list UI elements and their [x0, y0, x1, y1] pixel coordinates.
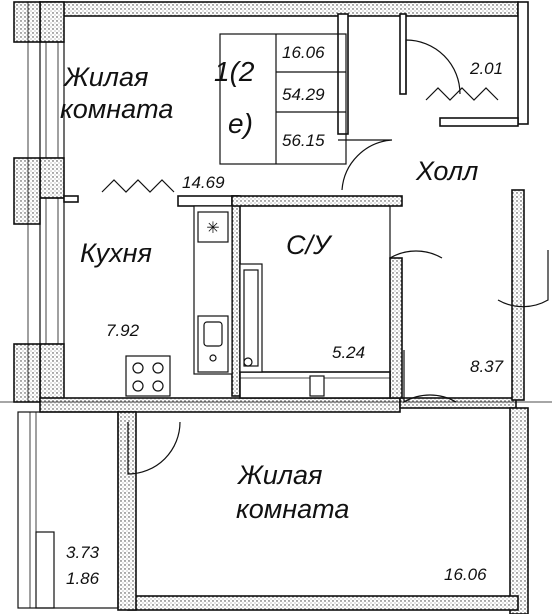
door-balcony: [127, 421, 181, 475]
facade-strip-3: [13, 343, 41, 403]
wall-left-pier: [39, 157, 65, 199]
wall-top-right: [517, 1, 529, 125]
room-name-hall: Холл: [416, 156, 479, 186]
room-name-kitchen: Кухня: [80, 238, 152, 268]
wall-middle-right: [399, 397, 517, 409]
area-living-top: 14.69: [182, 173, 225, 192]
area-living-bottom: 16.06: [444, 565, 487, 584]
wall-left-lower: [39, 343, 65, 403]
wall-right-hall: [511, 189, 525, 401]
radiator-living-top: [101, 179, 175, 193]
area-storage: 2.01: [470, 59, 504, 78]
wall-kitchen-top-2: [177, 195, 239, 207]
facade-strip-2: [13, 157, 41, 225]
wall-bottom: [127, 595, 519, 611]
room-name-living-bottom-line1: Жилая: [238, 460, 323, 490]
info-area-living: 16.06: [282, 43, 325, 62]
area-kitchen: 7.92: [106, 321, 140, 340]
room-name-living-bottom-line2: комната: [236, 494, 350, 524]
wall-middle: [39, 397, 401, 413]
door-bathroom: [389, 206, 443, 260]
wall-bath-top: [231, 195, 403, 207]
info-area-total: 54.29: [282, 85, 325, 104]
window-left-2: [39, 197, 65, 345]
area-hall: 8.37: [470, 357, 504, 376]
door-hall: [338, 139, 393, 191]
wall-bath-right: [389, 257, 403, 399]
wall-top: [39, 1, 519, 17]
door-entrance: [497, 250, 549, 308]
wall-left-upper: [39, 1, 65, 43]
kitchen-stove: [125, 355, 171, 397]
storage-left-wall: [399, 13, 407, 95]
door-living-bottom: [403, 350, 457, 404]
info-box: [219, 33, 347, 165]
room-name-bathroom: С/У: [286, 230, 331, 260]
svg-text:✳: ✳: [206, 218, 219, 237]
wall-kitchen-top: [63, 195, 79, 203]
balcony-outline: [17, 411, 119, 609]
area-balcony-full: 3.73: [66, 543, 100, 562]
balcony-fixture: [35, 531, 55, 609]
wall-hall-left: [337, 13, 349, 135]
bath-fixture-small: [309, 375, 325, 397]
room-name-living-top-line1: Жилая: [64, 62, 149, 92]
info-rooms-part2: е): [228, 108, 253, 139]
door-storage: [405, 39, 461, 95]
facade-strip-1: [13, 1, 41, 43]
storage-bottom-wall: [439, 117, 519, 127]
wall-right-lower: [509, 407, 529, 614]
area-bathroom: 5.24: [332, 343, 366, 362]
info-rooms-part1: 1(2: [214, 56, 255, 87]
room-name-living-top-line2: комната: [60, 94, 174, 124]
wall-balcony-divider: [117, 411, 137, 611]
area-balcony-reduced: 1.86: [66, 569, 100, 588]
info-area-with-balcony: 56.15: [282, 131, 325, 150]
kitchen-hood-box: [197, 211, 229, 243]
wall-kitchen-right: [231, 195, 241, 397]
radiator-storage: [425, 87, 499, 101]
